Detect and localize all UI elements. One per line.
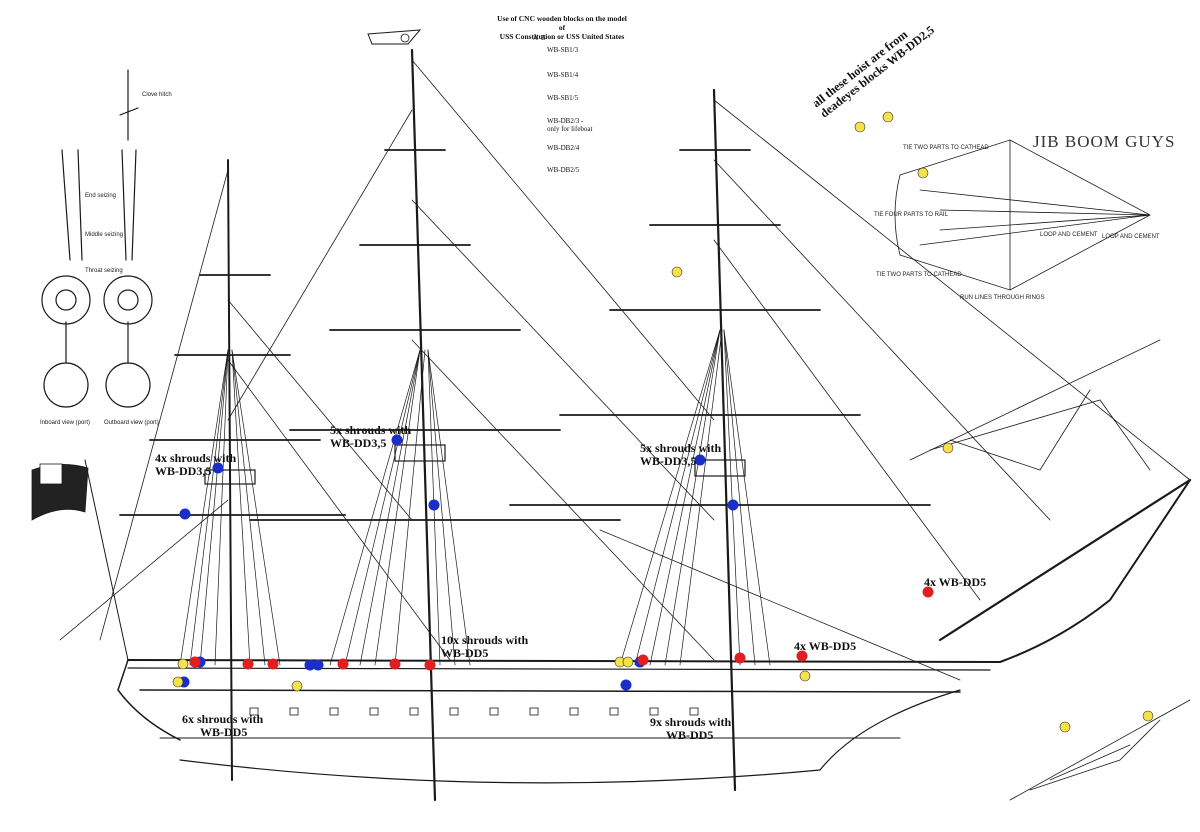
legend-row-6: WB-DB2/5 [547,166,580,174]
legend-row-4: WB-DB2/3 - [547,117,584,125]
loop-cement-label-2: LOOP AND CEMENT [1102,234,1160,240]
blue-deadeye-marker [304,659,316,671]
run-lines-label: RUN LINES THROUGH RINGS [960,295,1045,301]
deadeye-markers [172,111,1154,733]
mast-tops [204,444,746,485]
annotation-fore-line1: 5x shrouds with [640,441,722,455]
blue-deadeye-marker [179,508,191,520]
yellow-deadeye-marker [1142,710,1154,722]
hull-wale [139,689,961,693]
yellow-deadeye-marker [177,658,189,670]
legend-row-4-note: only for lifeboat [547,125,593,133]
stays [59,59,1191,681]
red-deadeye-marker [637,654,649,666]
blue-deadeye-marker [727,499,739,511]
legend-row-2: WB-SB1/4 [547,71,579,79]
outboard-view-label: Outboard view (port) [104,420,159,426]
yellow-deadeye-marker [172,676,184,688]
annotation-fore-line2: WB-DD3,5 [640,453,697,468]
stern-quarter [84,459,129,661]
annotation-forechannel-deadeyes: 4x WB-DD5 [794,639,857,653]
legend-title-line1: Use of CNC wooden blocks on the model of [497,14,627,32]
clove-hitch-label: Clove hitch [142,92,172,98]
throat-seizing-label: Throat seizing [85,268,123,274]
annotation-main-line1: 5x shrouds with [330,423,412,437]
tie-two-parts-top-label: TIE TWO PARTS TO CATHEAD [903,145,989,151]
legend-row-1: WB-SB1/3 [547,46,579,54]
red-deadeye-marker [424,659,436,671]
red-deadeye-marker [389,658,401,670]
seizing-detail [41,69,153,408]
yellow-deadeye-marker [291,680,303,692]
annotation-main-lower-line2: WB-DD5 [441,645,489,660]
main-mast [410,48,437,802]
jib-boom-guys-title: JIB BOOM GUYS [1033,132,1176,151]
loop-cement-label-1: LOOP AND CEMENT [1040,232,1098,238]
gunports [249,707,699,716]
legend-col-a: A [533,34,539,42]
annotation-mizzen-line2: WB-DD3,5 [155,463,212,478]
blue-deadeye-marker [212,462,224,474]
annotation-main-shrouds: 5x shrouds with WB-DD3,5 [330,424,411,449]
tie-four-parts-label: TIE FOUR PARTS TO RAIL [874,212,948,218]
yellow-deadeye-marker [1059,721,1071,733]
yellow-deadeye-marker [917,167,929,179]
red-deadeye-marker [734,652,746,664]
yellow-deadeye-marker [799,670,811,682]
annotation-main-lower-shrouds: 10x shrouds with WB-DD5 [441,634,528,659]
annotation-main-line2: WB-DD3,5 [330,435,387,450]
bottom-right-detail [1009,699,1191,801]
blue-deadeye-marker [428,499,440,511]
annotation-main-lower-line1: 10x shrouds with [441,633,529,647]
blue-deadeye-marker [391,434,403,446]
yellow-deadeye-marker [671,266,683,278]
red-deadeye-marker [267,658,279,670]
shrouds [179,329,771,666]
red-deadeye-marker [922,586,934,598]
red-deadeye-marker [337,658,349,670]
yellow-deadeye-marker [882,111,894,123]
hull-keel [179,689,961,784]
end-seizing-label: End seizing [85,193,117,199]
annotation-fore-lower-shrouds: 9x shrouds with WB-DD5 [650,716,731,741]
annotation-fore-shrouds: 5x shrouds with WB-DD3,5 [640,442,721,467]
legend-row-3: WB-SB1/5 [547,94,579,102]
legend-row-5: WB-DB2/4 [547,144,580,152]
fore-mast [712,88,737,792]
yellow-deadeye-marker [942,442,954,454]
hull-deckline [127,667,991,671]
annotation-mizzen-lower-line1: 6x shrouds with [182,712,264,726]
yards [119,149,931,521]
tie-two-parts-bottom-label: TIE TWO PARTS TO CATHEAD [876,272,962,278]
bow-detail-diagram [909,339,1161,471]
blue-deadeye-marker [694,454,706,466]
middle-seizing-label: Middle seizing [85,232,124,238]
annotation-mizzen-lower-shrouds: 6x shrouds with WB-DD5 [182,713,263,738]
yellow-deadeye-marker [622,656,634,668]
legend-col-b: B [541,34,546,42]
hull-outline [127,479,1191,664]
annotation-mizzen-lower-line2: WB-DD5 [200,724,248,739]
legend-title-line2: USS Constitution or USS United States [499,32,625,41]
jib-boom-guys-diagram [894,139,1151,291]
bowsprit [938,478,1192,642]
hull-stern [117,659,181,741]
masthead-pennant [367,29,422,45]
annotation-fore-lower-line1: 9x shrouds with [650,715,732,729]
annotation-mizzen-line1: 4x shrouds with [155,451,237,465]
inboard-view-label: Inboard view (port) [40,420,91,426]
annotation-bow-deadeyes: 4x WB-DD5 [924,575,987,589]
annotation-fore-lower-line2: WB-DD5 [666,727,714,742]
annotation-mizzen-shrouds: 4x shrouds with WB-DD3,5 [155,452,236,477]
yellow-deadeye-marker [854,121,866,133]
blue-deadeye-marker [620,679,632,691]
red-deadeye-marker [242,658,254,670]
red-deadeye-marker [796,650,808,662]
blue-deadeye-marker [312,659,324,671]
red-deadeye-marker [189,656,201,668]
stern-flag [31,463,89,521]
block-legend: Use of CNC wooden blocks on the model of… [497,14,627,174]
